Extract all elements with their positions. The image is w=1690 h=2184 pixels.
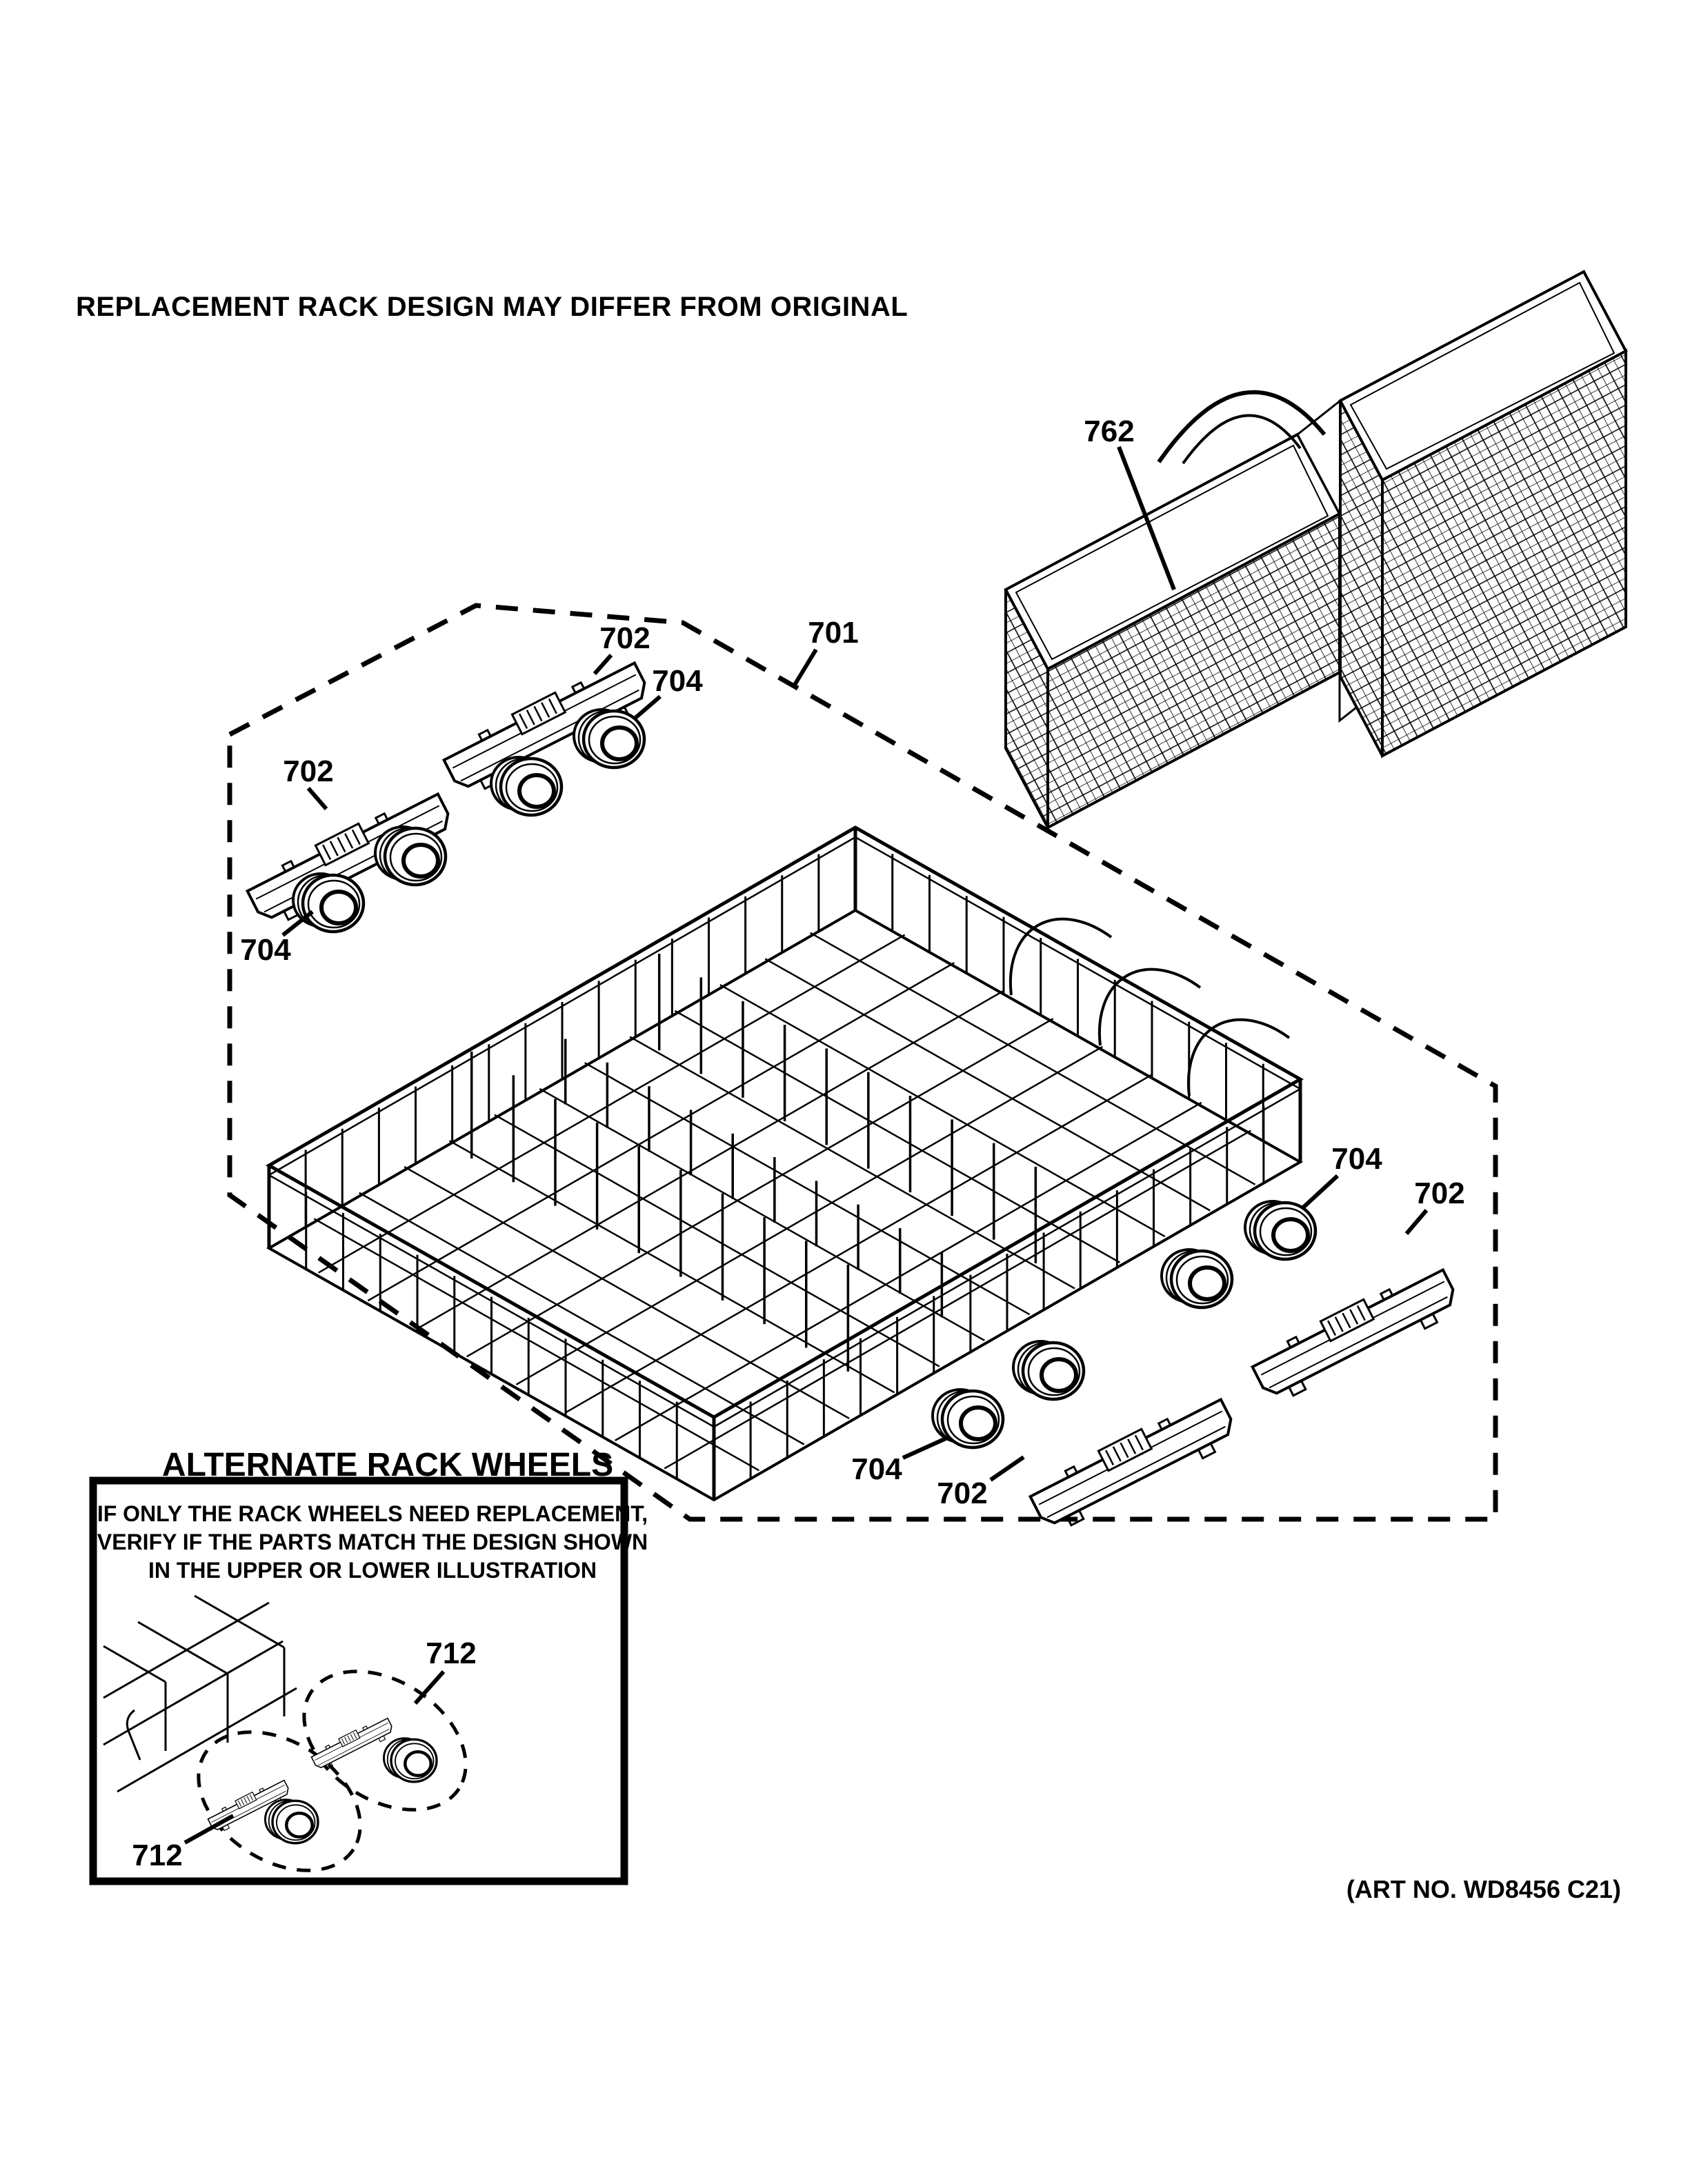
callout-712: 712 — [132, 1839, 182, 1872]
alternate-note-line3: IN THE UPPER OR LOWER ILLUSTRATION — [148, 1558, 597, 1583]
page-title: REPLACEMENT RACK DESIGN MAY DIFFER FROM … — [76, 292, 908, 322]
callout-702: 702 — [283, 754, 333, 788]
callout-704: 704 — [1331, 1142, 1382, 1176]
alternate-assembly-ellipse — [302, 1670, 468, 1812]
callout-701: 701 — [808, 616, 858, 650]
alternate-note-line2: VERIFY IF THE PARTS MATCH THE DESIGN SHO… — [97, 1530, 648, 1554]
rack-wire — [615, 1101, 1202, 1441]
callout-704: 704 — [240, 933, 291, 967]
callouts: 762 701 702 704 702 704 704 702 704 702 — [240, 414, 1464, 1510]
rack-wire — [313, 1218, 760, 1472]
callout-702: 702 — [1414, 1176, 1464, 1210]
rack-wire — [404, 1165, 850, 1420]
alternate-rack-wheels-section: ALTERNATE RACK WHEELS IF ONLY THE RACK W… — [89, 1447, 648, 1885]
lower-rack-drawing — [265, 825, 1304, 1502]
rack-wire — [359, 1192, 805, 1445]
rack-wire — [674, 1010, 1121, 1263]
rack-wire — [719, 983, 1166, 1238]
alternate-box-border — [89, 1476, 628, 1885]
callout-702: 702 — [937, 1476, 987, 1510]
alternate-note-line1: IF ONLY THE RACK WHEELS NEED REPLACEMENT… — [97, 1501, 648, 1526]
art-number: (ART NO. WD8456 C21) — [1346, 1875, 1621, 1903]
rack-hoop — [1008, 917, 1113, 996]
rack-wire — [809, 932, 1256, 1185]
rack-fragment-drawing — [103, 1594, 297, 1793]
rack-wire — [448, 1140, 895, 1394]
rack-wire — [494, 1114, 940, 1367]
rack-wire — [584, 1062, 1031, 1316]
rack-wire — [417, 990, 1004, 1330]
rack-wire — [367, 962, 955, 1302]
callout-762: 762 — [1084, 414, 1134, 448]
rack-wire — [764, 958, 1211, 1212]
silverware-basket-drawing — [1004, 270, 1628, 830]
rack-wire — [515, 1045, 1103, 1385]
rack-wire — [539, 1088, 985, 1341]
callout-704: 704 — [652, 664, 703, 698]
rack-wire — [664, 1130, 1251, 1470]
alternate-assembly-ellipse — [197, 1730, 362, 1872]
basket-handle — [1157, 390, 1326, 463]
rack-wire — [629, 1036, 1075, 1290]
callout-702: 702 — [599, 621, 650, 655]
rack-hoop — [1097, 968, 1202, 1046]
rack-wire — [318, 934, 906, 1274]
callout-704: 704 — [851, 1452, 902, 1486]
callout-712: 712 — [426, 1636, 476, 1670]
rack-wire — [466, 1018, 1054, 1358]
rack-hoop — [1186, 1018, 1291, 1096]
